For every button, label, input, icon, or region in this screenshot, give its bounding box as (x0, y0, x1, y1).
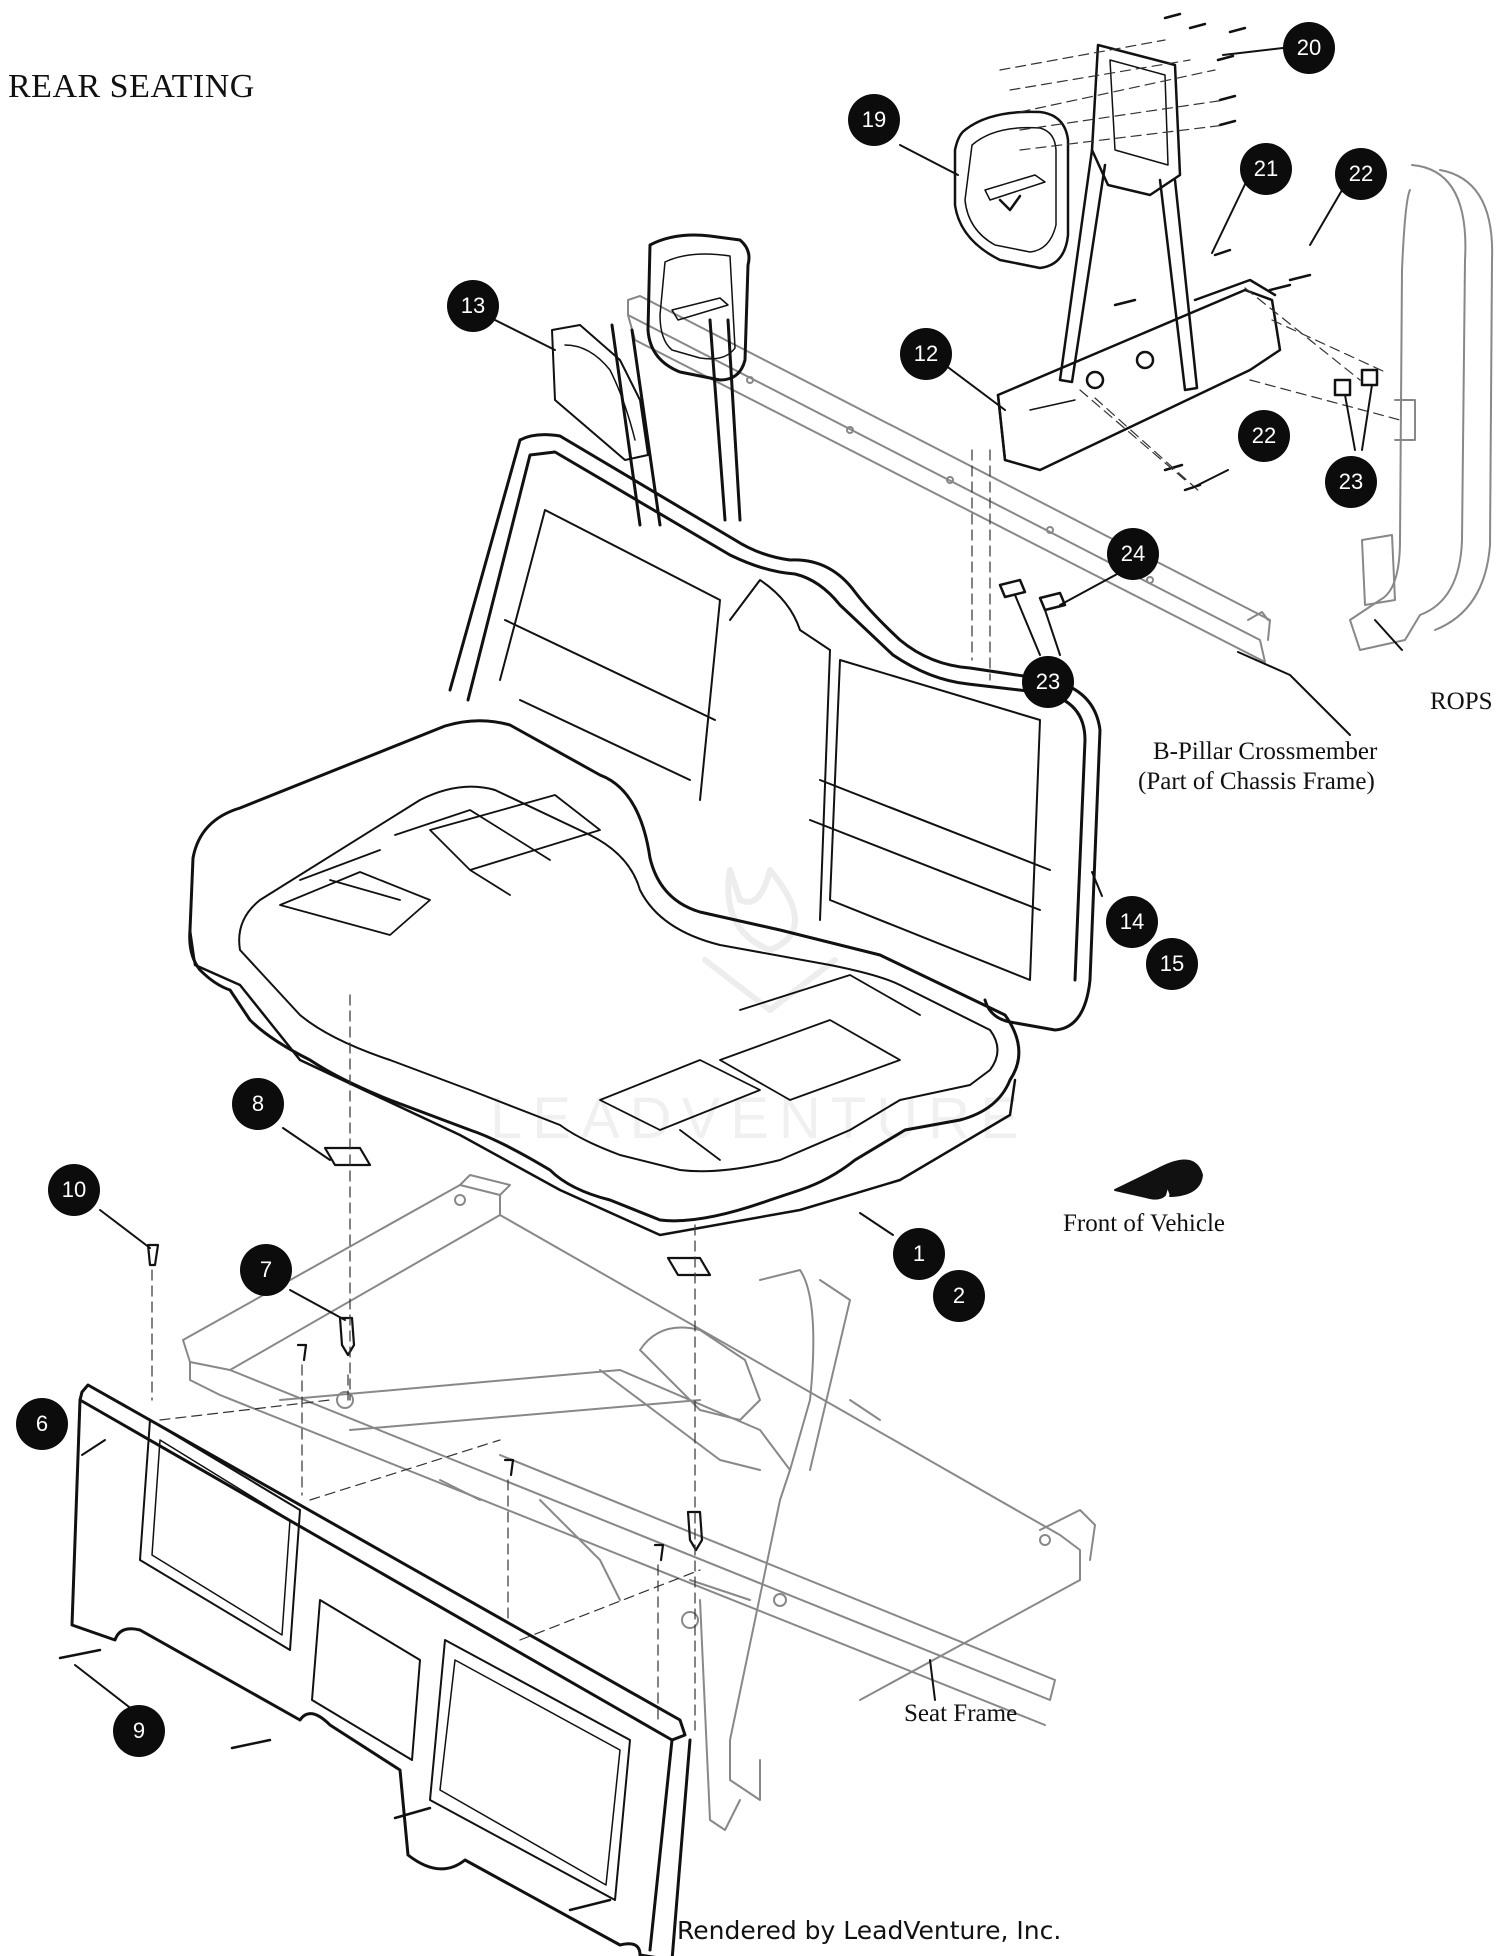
seat-back (448, 233, 1102, 1032)
callout-7: 7 (240, 1244, 292, 1296)
callout-23-center: 23 (1022, 656, 1074, 708)
leader-lines (74, 47, 1403, 1711)
callout-22-mid: 22 (1238, 410, 1290, 462)
watermark-text: LEADVENTURE (490, 1086, 1029, 1151)
callout-12: 12 (900, 328, 952, 380)
assembly-lines-lower (151, 994, 701, 1731)
fasteners-lower (146, 1146, 712, 1562)
b-pillar-label-line1: B-Pillar Crossmember (1153, 738, 1378, 765)
rear-panel (58, 1383, 692, 1956)
page-title: REAR SEATING (8, 68, 255, 105)
footer-credit: Rendered by LeadVenture, Inc. (677, 1916, 1062, 1945)
callout-23-right: 23 (1325, 456, 1377, 508)
callout-9: 9 (113, 1705, 165, 1757)
b-pillar-label-line2: (Part of Chassis Frame) (1138, 768, 1375, 795)
watermark-logo (702, 867, 838, 1013)
seat-frame (182, 1174, 1096, 1831)
callout-1: 1 (893, 1228, 945, 1280)
callout-21: 21 (1240, 143, 1292, 195)
rops-tube (1349, 164, 1494, 651)
callout-24: 24 (1107, 528, 1159, 580)
callout-20: 20 (1283, 22, 1335, 74)
callout-14: 14 (1106, 896, 1158, 948)
callout-10: 10 (48, 1164, 100, 1216)
callout-15: 15 (1146, 938, 1198, 990)
callout-8: 8 (232, 1078, 284, 1130)
callout-6: 6 (16, 1398, 68, 1450)
headrest-bracket-assembly (953, 12, 1379, 612)
callout-22-top: 22 (1335, 148, 1387, 200)
callout-2: 2 (933, 1270, 985, 1322)
assembly-lines-top (971, 39, 1401, 681)
seat-bottom (188, 719, 1021, 1237)
callout-19: 19 (848, 94, 900, 146)
front-of-vehicle-arrow (1114, 1159, 1203, 1200)
callout-13: 13 (447, 280, 499, 332)
front-of-vehicle-label: Front of Vehicle (1063, 1210, 1226, 1237)
rops-label: ROPS (1430, 688, 1493, 715)
seat-frame-label: Seat Frame (904, 1700, 1018, 1727)
